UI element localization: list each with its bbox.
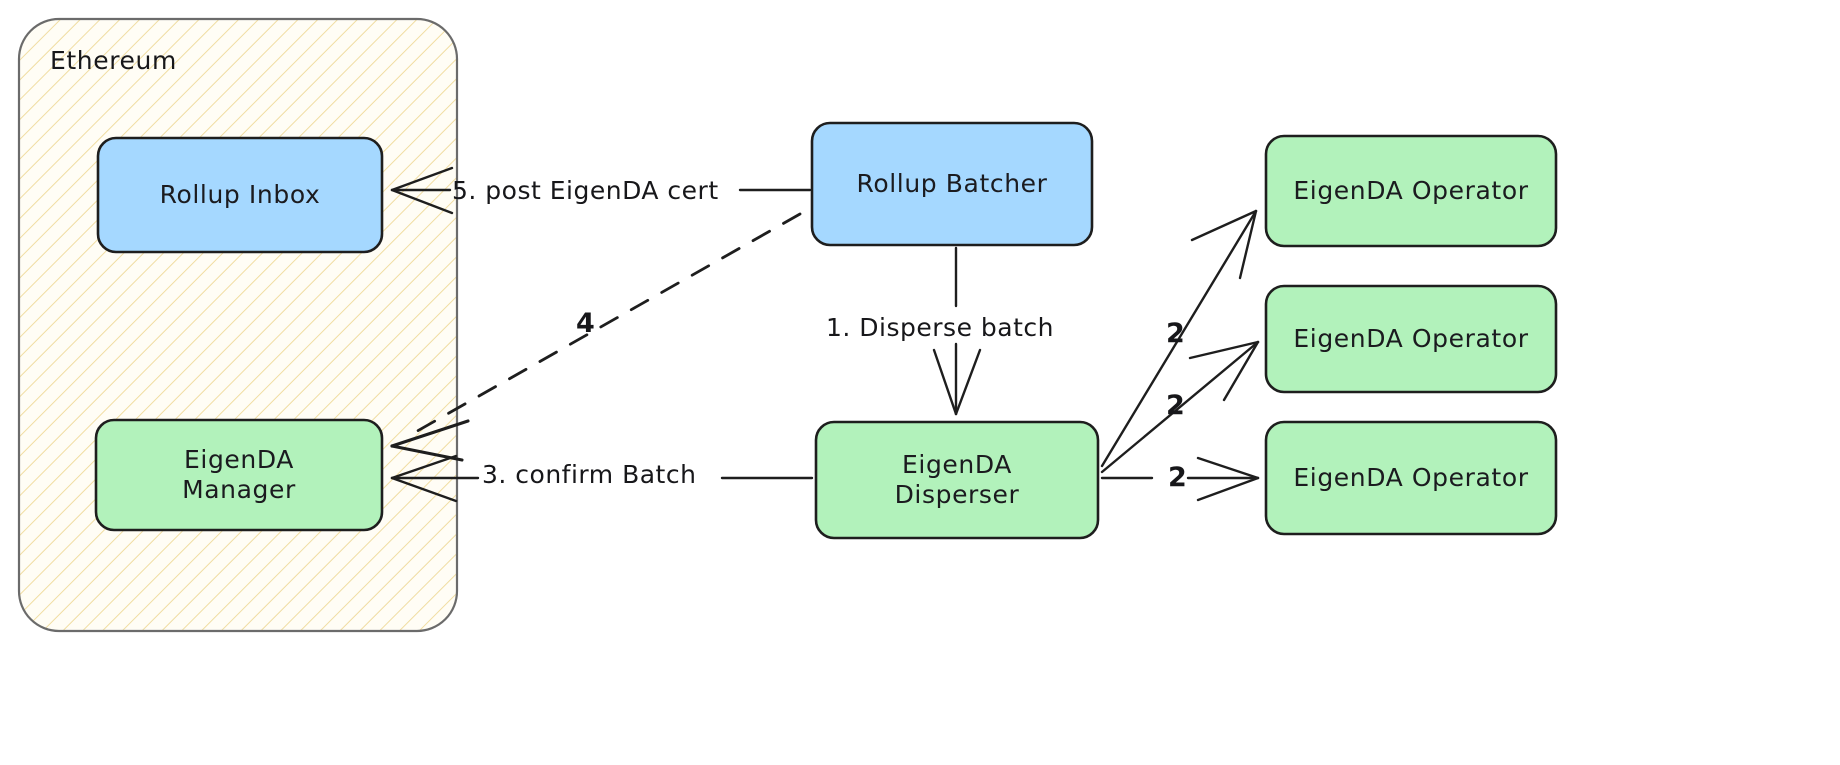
edge-2a-to-operator-1 [1100,209,1258,468]
edge-label-2c: 2 [1168,462,1188,493]
edge-5-post-eigenda-cert [390,166,812,215]
edge-2b-to-operator-2 [1100,340,1260,474]
node-eigenda-operator-3[interactable] [1264,420,1558,536]
group-title-ethereum: Ethereum [50,46,177,75]
edge-3-confirm-batch [390,454,814,503]
edge-label-2b: 2 [1166,390,1186,421]
node-eigenda-disperser[interactable] [814,420,1100,540]
edge-label-4: 4 [576,308,596,339]
ethereum-group [17,17,459,633]
node-rollup-inbox[interactable] [96,136,384,254]
node-eigenda-operator-1[interactable] [1264,134,1558,248]
edge-label-5: 5. post EigenDA cert [452,176,719,205]
edge-label-1: 1. Disperse batch [826,313,1054,342]
edge-1-disperse-batch [932,246,982,416]
node-eigenda-operator-2[interactable] [1264,284,1558,394]
node-eigenda-manager[interactable] [94,418,384,532]
edge-2c-to-operator-3 [1100,456,1260,502]
edge-label-3: 3. confirm Batch [482,460,697,489]
node-rollup-batcher[interactable] [810,121,1094,247]
edge-label-2a: 2 [1166,318,1186,349]
